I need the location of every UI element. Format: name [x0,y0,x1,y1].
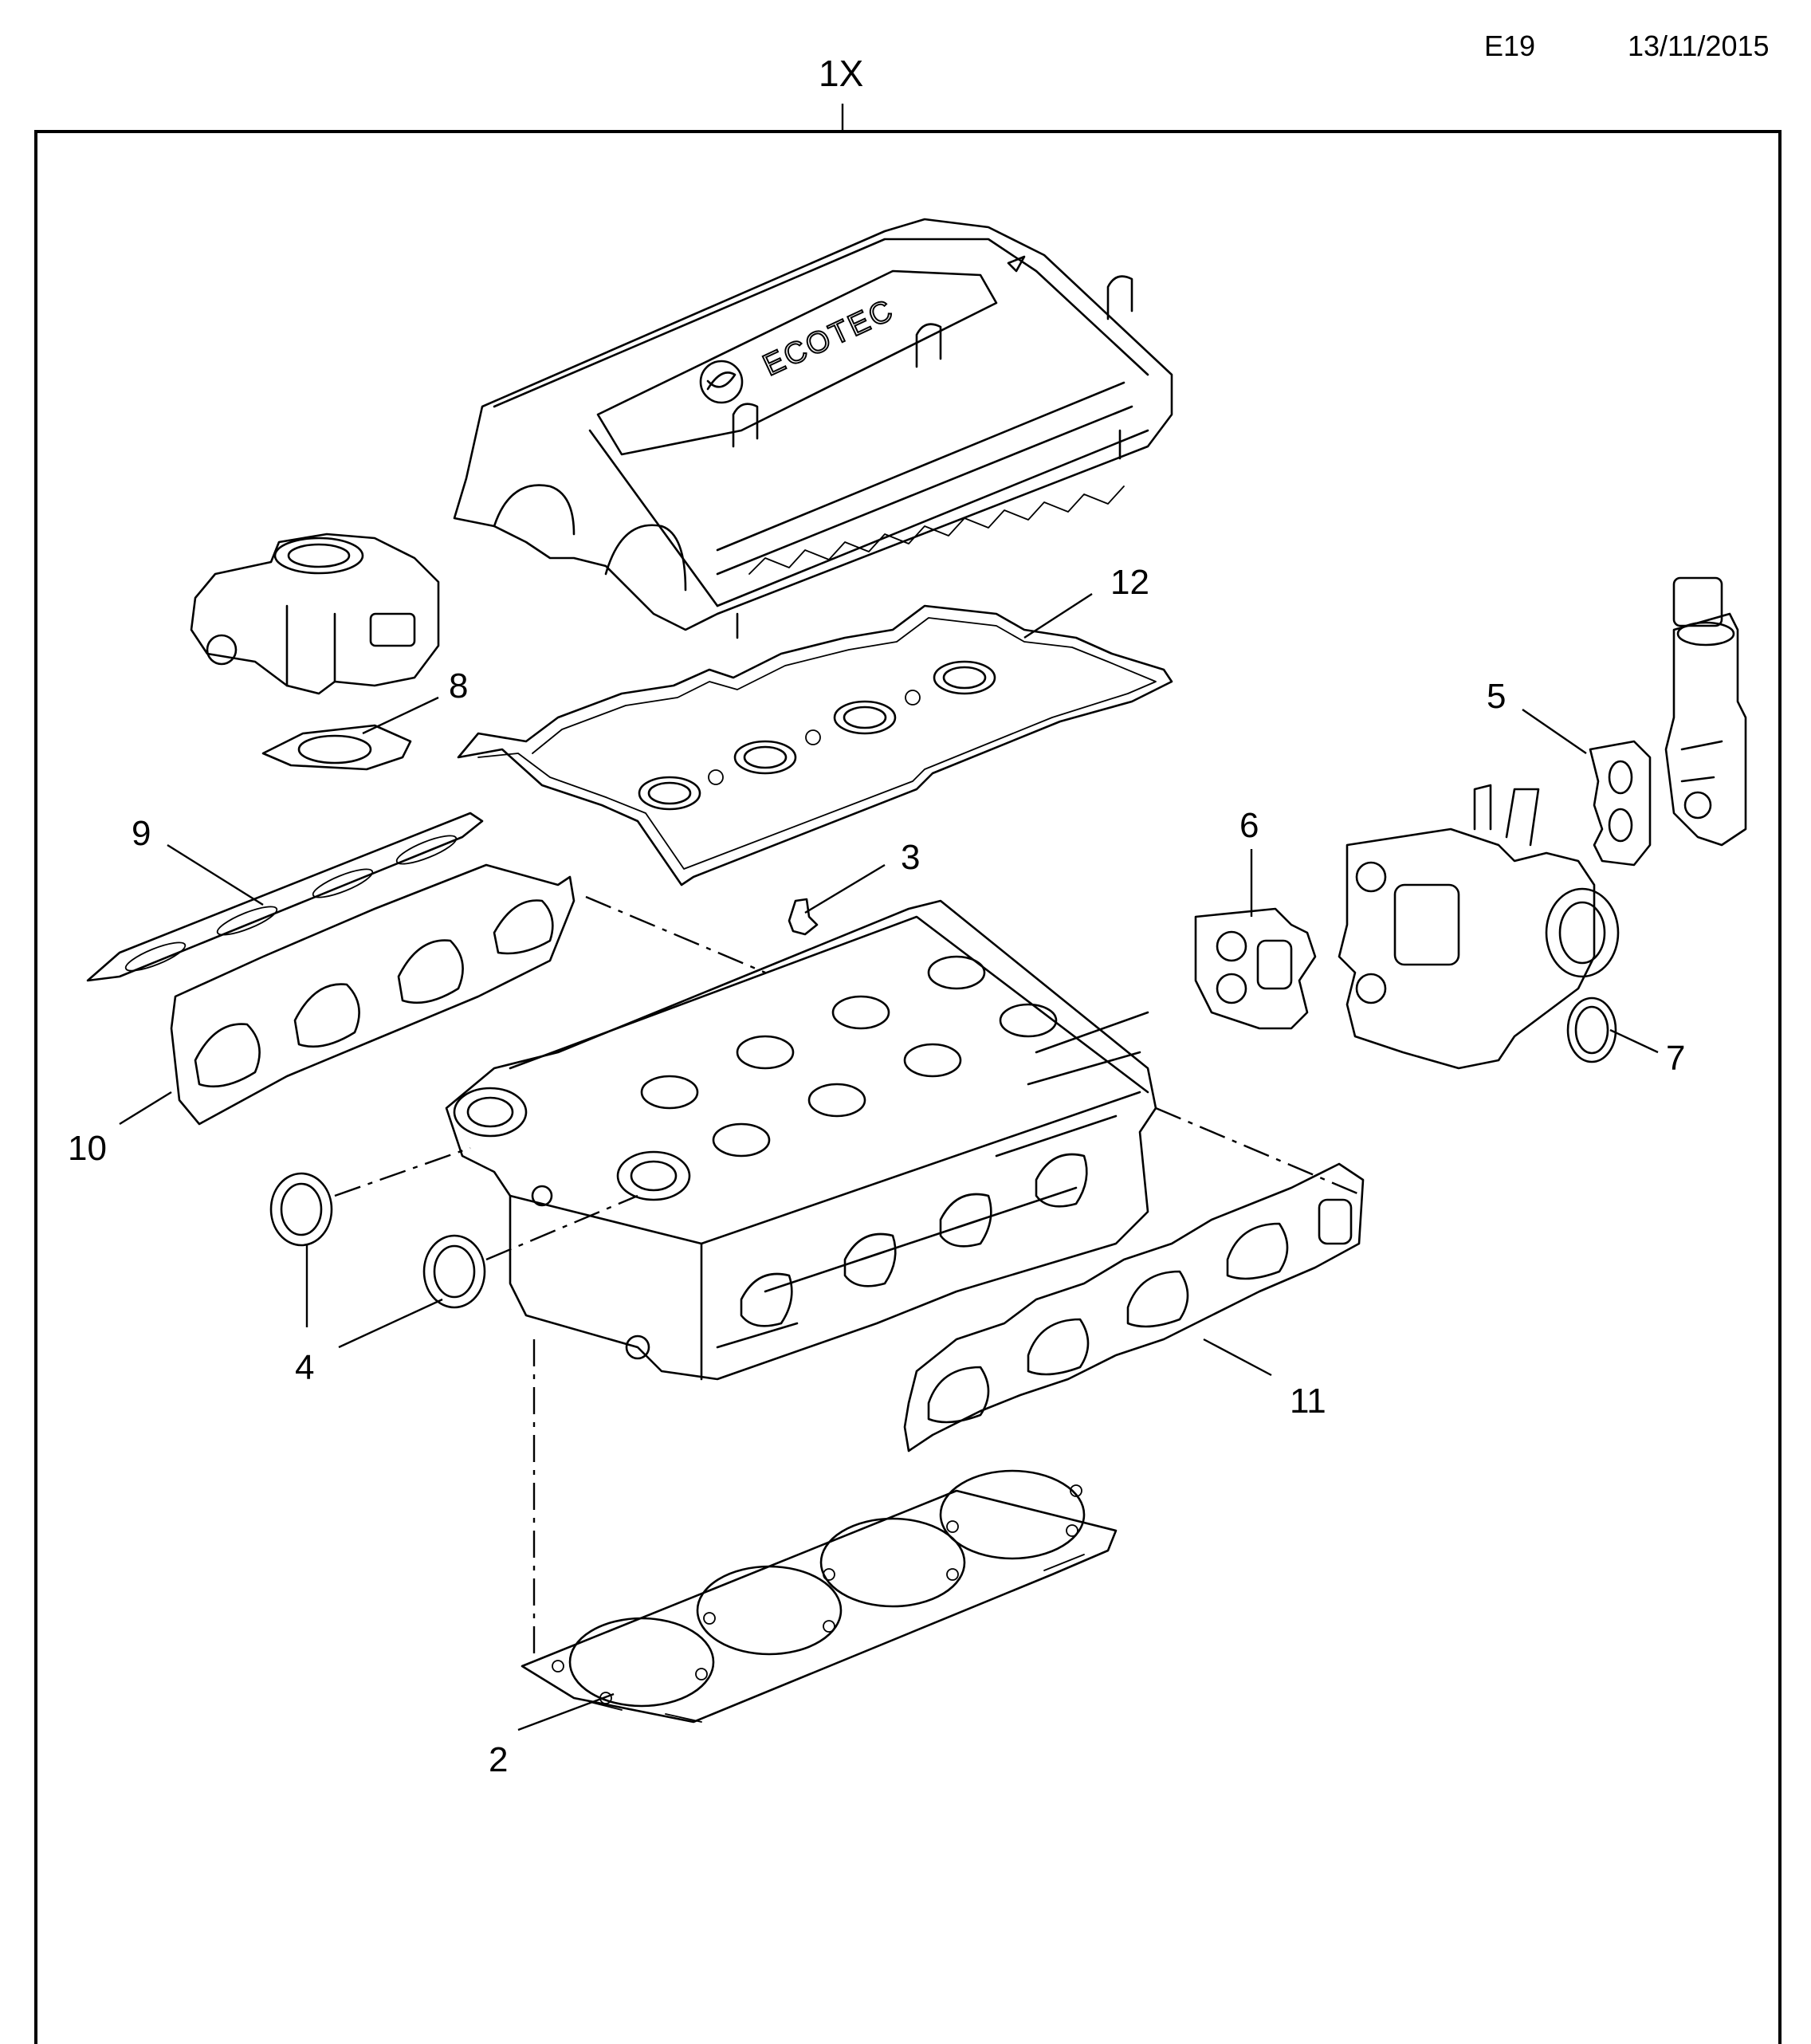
callout-4: 4 [295,1348,314,1387]
head-gasket-2 [521,1469,1118,1724]
head-studs [716,1011,1149,1349]
gasket-11 [903,1162,1365,1452]
alignment-lines [334,895,1364,1654]
camshaft-lobes [640,955,1058,1158]
callout-12: 12 [1110,563,1149,602]
callout-10: 10 [68,1129,107,1168]
gasket-5 [1589,740,1652,867]
gasket-8 [261,724,412,771]
gasket-9 [86,812,484,982]
assembly-frame [34,130,1782,2044]
cylinder-head [445,899,1157,1381]
callout-3: 3 [901,838,920,877]
egr-valve [1664,576,1747,847]
callout-6: 6 [1239,806,1259,845]
gasket-6 [1194,907,1317,1030]
exhaust-ports [740,1153,1088,1327]
callout-7: 7 [1666,1039,1685,1078]
sheet-date: 13/11/2015 [1628,29,1770,62]
camshaft-seal-b [422,1234,486,1309]
callout-8: 8 [449,666,468,706]
callout-labels: 2 3 4 5 6 7 8 9 10 11 12 [68,563,1685,1779]
callout-5: 5 [1487,677,1506,716]
assembly-label: 1X [819,53,863,94]
sheet-code: E19 [1484,29,1535,62]
callout-2: 2 [489,1740,508,1779]
valve-cover-gasket-12 [457,604,1173,886]
gasket-10-ports [194,899,554,1088]
gasket-10 [170,863,576,1126]
throttle-body [190,533,440,695]
valve-cover: ECOTEC [453,218,1173,639]
valve-stem-seal-3 [788,898,819,936]
leader-lines [119,592,1659,1732]
gasket-8-bore [297,734,372,765]
callout-9: 9 [132,814,151,853]
head-gasket-2-holes [552,1484,1085,1723]
camshaft-seal-a [269,1172,333,1247]
gasket-9-ports [124,835,458,972]
callout-11: 11 [1290,1382,1326,1421]
water-outlet-housing [1338,784,1620,1070]
o-ring-7 [1566,996,1617,1063]
